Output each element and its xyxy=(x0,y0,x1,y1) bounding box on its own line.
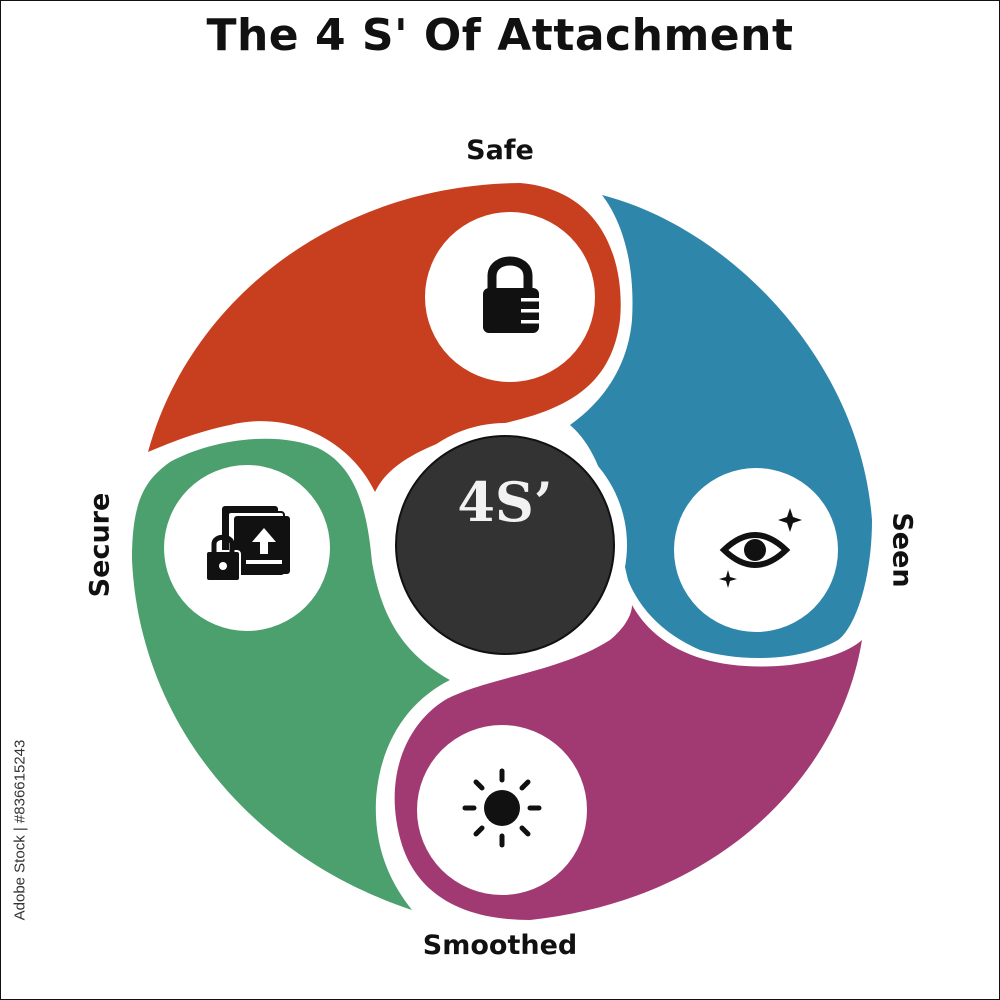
diagram-title: The 4 S' Of Attachment xyxy=(206,10,794,61)
label-seen: Seen xyxy=(886,512,918,588)
center-circle xyxy=(395,435,615,655)
center-label: 4S’ xyxy=(457,470,553,534)
stock-credit: Adobe Stock | #836615243 xyxy=(11,739,29,921)
eye-sparkle-icon xyxy=(719,508,802,588)
label-secure: Secure xyxy=(84,492,116,598)
secure-files-icon xyxy=(205,506,290,582)
sun-icon xyxy=(462,768,542,848)
label-safe: Safe xyxy=(466,135,534,166)
label-smoothed: Smoothed xyxy=(422,930,578,961)
padlock-icon xyxy=(483,256,539,333)
